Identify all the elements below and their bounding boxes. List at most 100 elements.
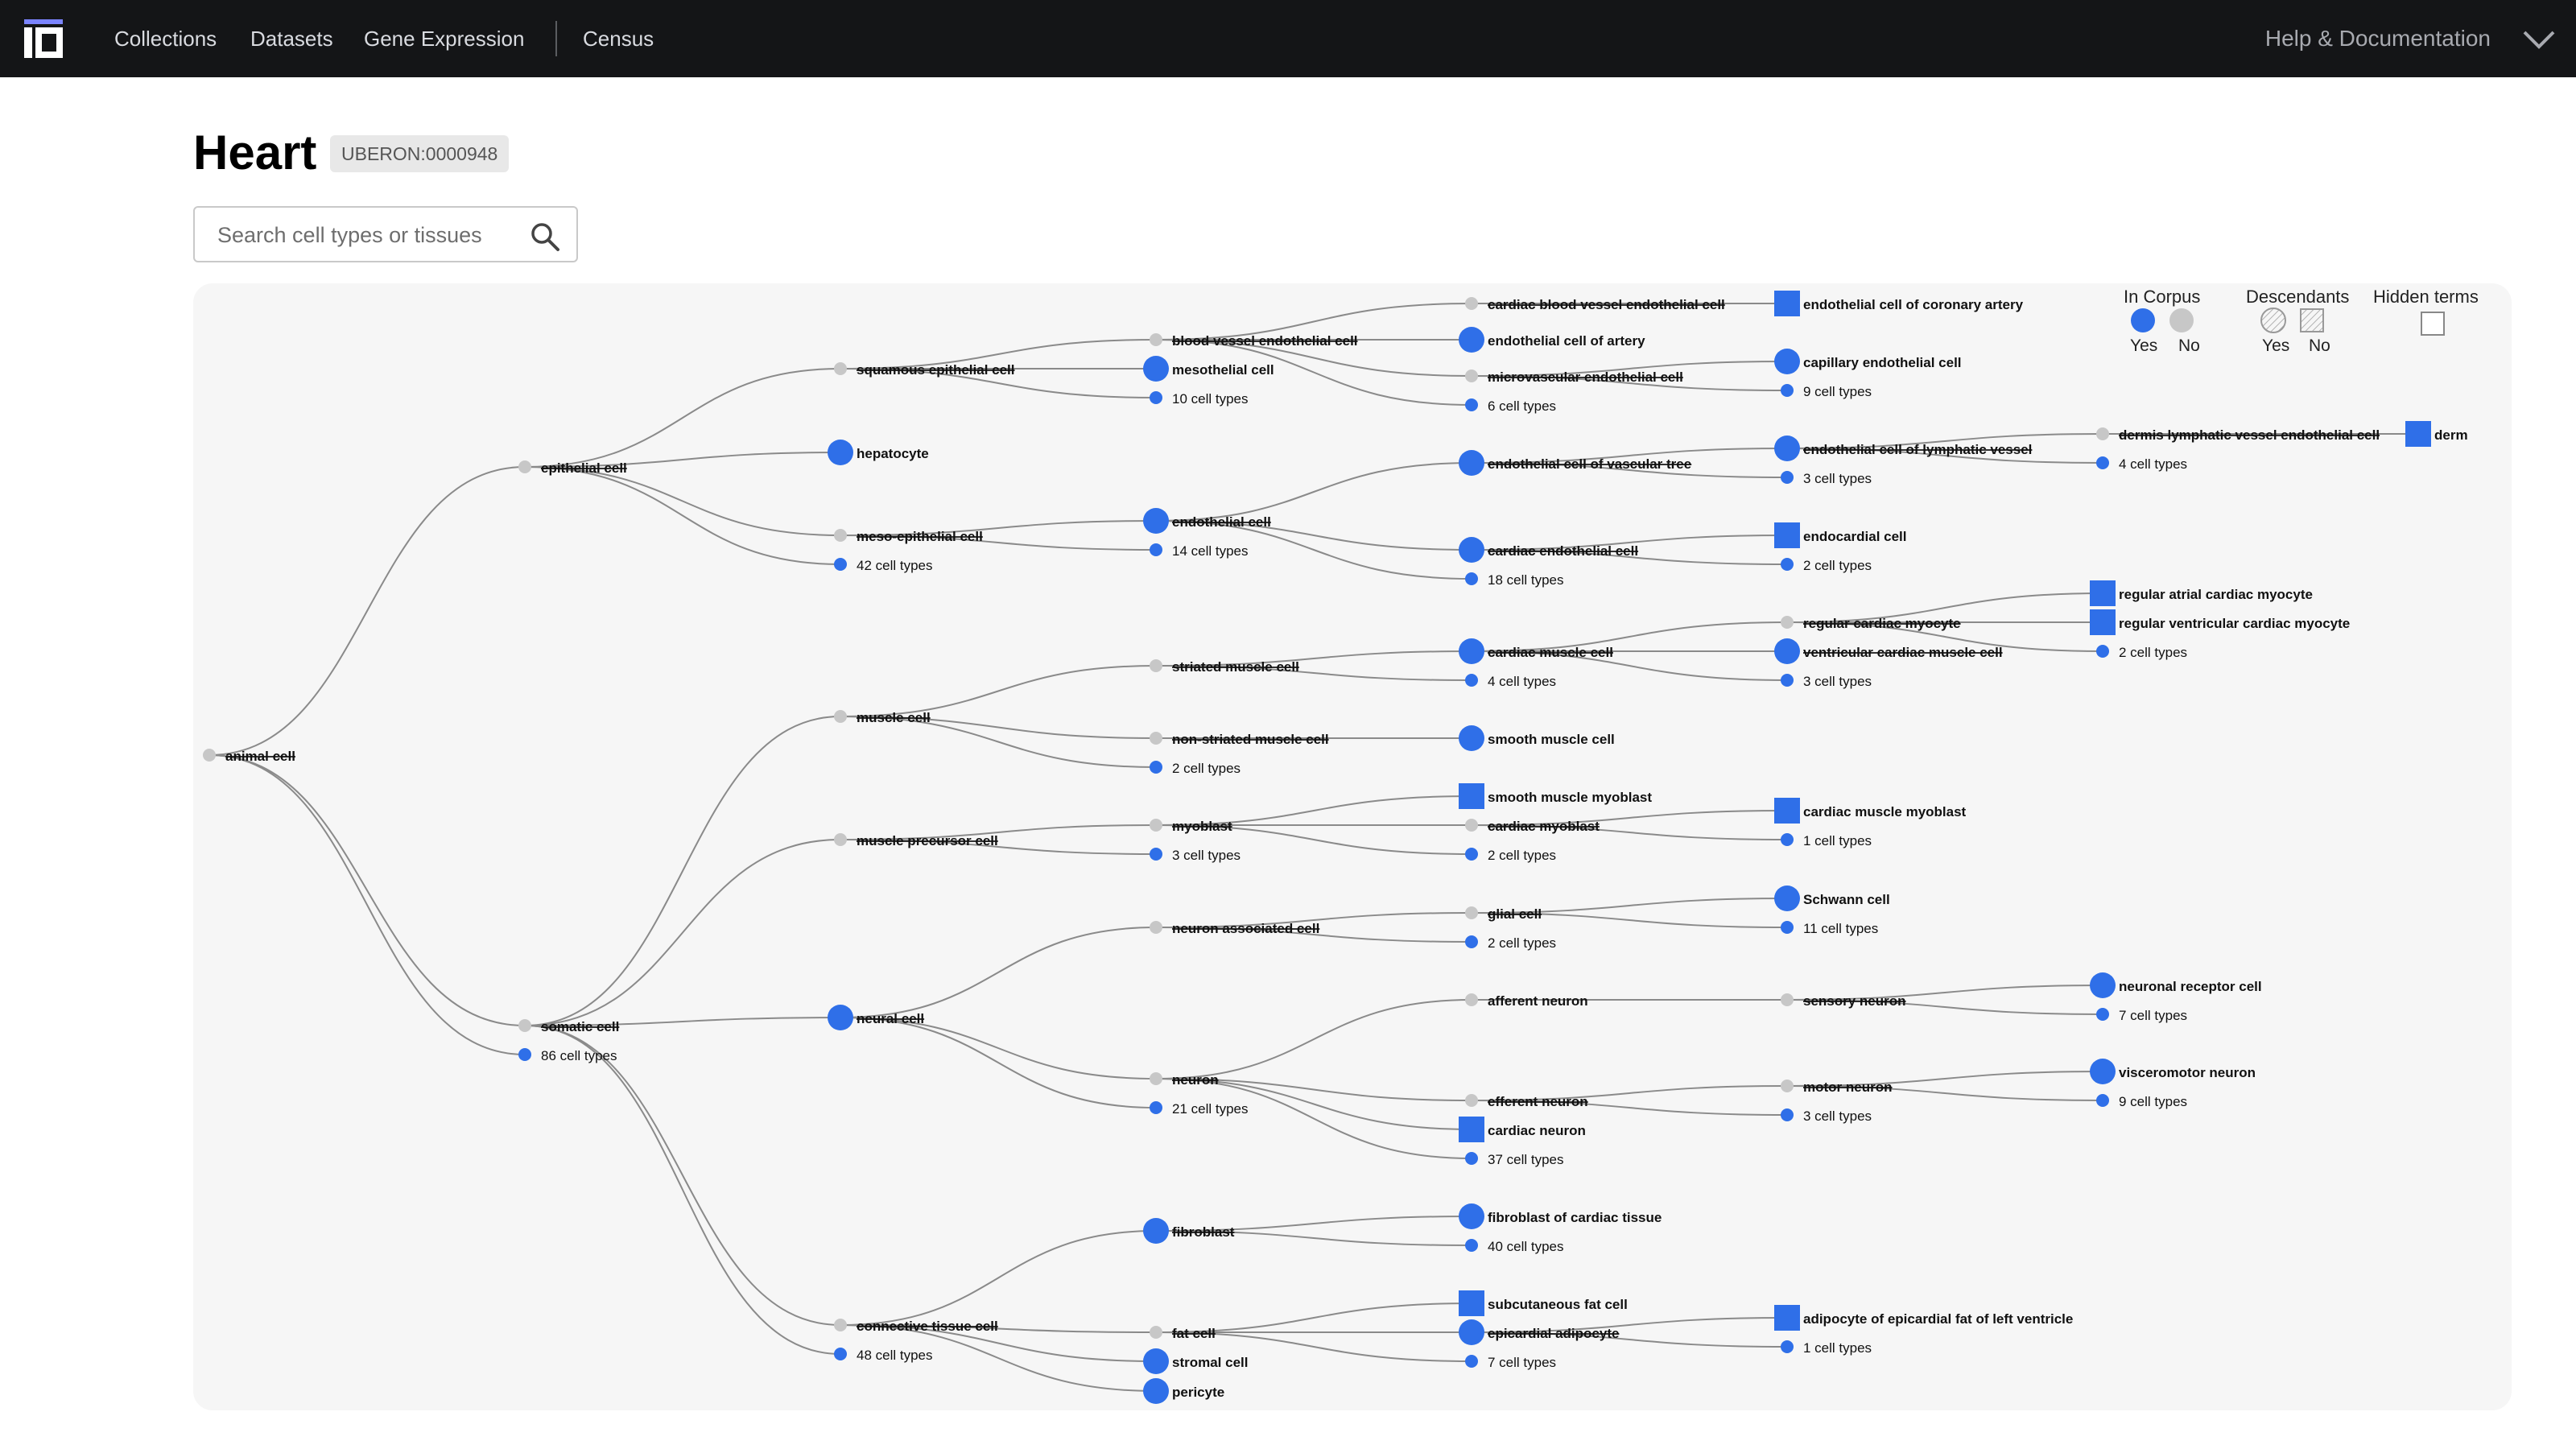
node-in-corpus-circle-icon[interactable] [1459,537,1484,563]
node-not-in-corpus-circle-icon[interactable] [834,710,847,723]
cell-type-label[interactable]: epicardial adipocyte [1488,1326,1619,1341]
node-more-cell-types-icon[interactable] [1465,572,1478,585]
search-box[interactable] [193,206,578,262]
node-leaf-square-icon[interactable] [1774,291,1800,316]
cell-type-label[interactable]: Schwann cell [1803,892,1890,907]
tree-node-neuronassoc[interactable]: neuron associated cell [1150,921,1319,936]
tree-node-cardmyoblast[interactable]: cardiac muscle myoblast [1774,798,1967,824]
more-cell-types-label[interactable]: 1 cell types [1803,833,1872,848]
tree-node-stromal[interactable]: stromal cell [1143,1348,1249,1374]
cell-type-label[interactable]: endothelial cell of vascular tree [1488,456,1691,472]
node-not-in-corpus-circle-icon[interactable] [518,1019,531,1032]
nav-census-link[interactable]: Census [583,27,654,51]
cell-type-label[interactable]: cardiac neuron [1488,1123,1586,1138]
tree-node-visceromotor[interactable]: visceromotor neuron [2090,1059,2256,1084]
cell-type-label[interactable]: motor neuron [1803,1080,1893,1095]
node-in-corpus-circle-icon[interactable] [1143,1348,1169,1374]
chevron-down-icon[interactable] [2521,26,2557,52]
tree-node-sensory_more[interactable]: 7 cell types [2096,1008,2187,1023]
tree-node-subcut[interactable]: subcutaneous fat cell [1459,1290,1628,1316]
node-leaf-square-icon[interactable] [2405,421,2431,447]
node-more-cell-types-icon[interactable] [1150,848,1162,861]
cell-type-label[interactable]: squamous epithelial cell [857,362,1015,378]
tree-node-epiadipo[interactable]: epicardial adipocyte [1459,1319,1619,1345]
node-in-corpus-circle-icon[interactable] [1774,349,1800,374]
tree-node-neuron[interactable]: neuron [1150,1072,1219,1088]
tree-node-epithelial[interactable]: epithelial cell [518,460,627,476]
cell-type-label[interactable]: regular cardiac myocyte [1803,616,1961,631]
tree-node-neural[interactable]: neural cell [828,1005,924,1030]
cell-type-label[interactable]: endothelial cell of lymphatic vessel [1803,442,2032,457]
cell-type-label[interactable]: meso-epithelial cell [857,529,983,544]
node-not-in-corpus-circle-icon[interactable] [1781,993,1794,1006]
node-in-corpus-circle-icon[interactable] [1459,725,1484,751]
tree-node-cbvec[interactable]: cardiac blood vessel endothelial cell [1465,297,1725,312]
cell-type-label[interactable]: endothelial cell [1172,514,1271,530]
node-in-corpus-circle-icon[interactable] [1459,327,1484,353]
node-in-corpus-circle-icon[interactable] [1143,508,1169,534]
cell-type-label[interactable]: endothelial cell of coronary artery [1803,297,2024,312]
tree-node-glial_more[interactable]: 2 cell types [1465,935,1556,951]
tree-node-squamous[interactable]: squamous epithelial cell [834,362,1015,378]
node-not-in-corpus-circle-icon[interactable] [1150,921,1162,934]
cell-type-label[interactable]: microvascular endothelial cell [1488,369,1683,385]
cell-type-label[interactable]: regular ventricular cardiac myocyte [2119,616,2350,631]
cell-type-label[interactable]: endocardial cell [1803,529,1907,544]
node-more-cell-types-icon[interactable] [518,1048,531,1061]
nav-collections-link[interactable]: Collections [114,27,217,51]
tree-node-capillary[interactable]: capillary endothelial cell [1774,349,1962,374]
node-not-in-corpus-circle-icon[interactable] [518,460,531,473]
node-leaf-square-icon[interactable] [1774,798,1800,824]
more-cell-types-label[interactable]: 6 cell types [1488,398,1556,414]
node-in-corpus-circle-icon[interactable] [1143,1378,1169,1404]
node-not-in-corpus-circle-icon[interactable] [1781,1080,1794,1092]
tree-node-cardmuscle_more[interactable]: 4 cell types [1465,674,1556,689]
cell-type-label[interactable]: blood vessel endothelial cell [1172,333,1358,349]
cellxgene-logo-icon[interactable] [24,19,63,58]
tree-node-ecvt[interactable]: endothelial cell of vascular tree [1459,450,1691,476]
tree-node-hepatocyte[interactable]: hepatocyte [828,440,929,465]
node-more-cell-types-icon[interactable] [1781,384,1794,397]
tree-node-schwann_more[interactable]: 11 cell types [1781,921,1878,936]
cell-type-label[interactable]: pericyte [1172,1385,1224,1400]
tree-node-nonstriated[interactable]: non-striated muscle cell [1150,732,1329,747]
node-leaf-square-icon[interactable] [2090,609,2116,635]
tree-node-motor_more[interactable]: 3 cell types [1781,1108,1872,1124]
cell-type-label[interactable]: cardiac endothelial cell [1488,543,1638,559]
node-more-cell-types-icon[interactable] [2096,1008,2109,1021]
node-not-in-corpus-circle-icon[interactable] [834,1319,847,1331]
node-not-in-corpus-circle-icon[interactable] [1465,369,1478,382]
node-leaf-square-icon[interactable] [2090,580,2116,606]
node-more-cell-types-icon[interactable] [1781,1340,1794,1353]
cell-type-label[interactable]: smooth muscle cell [1488,732,1615,747]
cell-type-label[interactable]: glial cell [1488,906,1542,922]
tree-node-endocardial[interactable]: endocardial cell [1774,522,1907,548]
tree-node-smoothmyo[interactable]: smooth muscle myoblast [1459,783,1652,809]
node-not-in-corpus-circle-icon[interactable] [1465,297,1478,310]
cell-type-label[interactable]: visceromotor neuron [2119,1065,2256,1080]
cell-type-label[interactable]: mesothelial cell [1172,362,1274,378]
node-in-corpus-circle-icon[interactable] [828,1005,853,1030]
cell-type-label[interactable]: adipocyte of epicardial fat of left vent… [1803,1311,2073,1327]
cell-type-label[interactable]: cardiac myoblast [1488,819,1600,834]
cell-type-label[interactable]: afferent neuron [1488,993,1588,1009]
tree-node-endothelial[interactable]: endothelial cell [1143,508,1271,534]
node-more-cell-types-icon[interactable] [2096,456,2109,469]
tree-node-cardendo[interactable]: cardiac endothelial cell [1459,537,1638,563]
node-not-in-corpus-circle-icon[interactable] [1150,1326,1162,1339]
tree-node-motor[interactable]: motor neuron [1781,1080,1893,1095]
tree-node-squam_more[interactable]: 10 cell types [1150,391,1249,407]
tree-node-smoothmuscle[interactable]: smooth muscle cell [1459,725,1615,751]
node-in-corpus-circle-icon[interactable] [1774,436,1800,461]
node-more-cell-types-icon[interactable] [834,1348,847,1360]
cell-type-label[interactable]: sensory neuron [1803,993,1906,1009]
node-in-corpus-circle-icon[interactable] [2090,1059,2116,1084]
more-cell-types-label[interactable]: 11 cell types [1803,921,1878,936]
node-more-cell-types-icon[interactable] [1465,1355,1478,1368]
node-not-in-corpus-circle-icon[interactable] [1150,659,1162,672]
node-leaf-square-icon[interactable] [1459,783,1484,809]
help-documentation-menu[interactable]: Help & Documentation [2264,26,2491,51]
node-not-in-corpus-circle-icon[interactable] [2096,427,2109,440]
tree-node-ventcard[interactable]: ventricular cardiac muscle cell [1774,638,2003,664]
